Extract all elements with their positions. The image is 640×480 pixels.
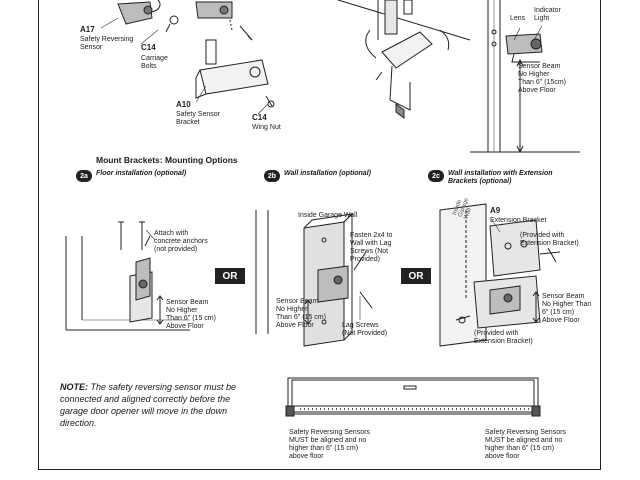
part-id-a10: A10 [176,100,191,109]
sensor-a17-illustration [117,0,179,33]
label-sensor-beam-floor: Sensor Beam No Higher Than 6" (15 cm) Ab… [166,299,216,330]
garage-door-diagram [285,377,541,417]
label-lag-screws: Lag Screws (Not Provided) [342,322,388,337]
part-id-a17: A17 [80,25,95,34]
bracket-a10-illustration [195,1,275,108]
caption-sensor-left: Safety Reversing Sensors MUST be aligned… [289,429,370,460]
option-2c: 2c Wall installation with Extension Brac… [428,170,553,186]
label-lens: Lens [510,15,526,22]
option-2a: 2a Floor installation (optional) [76,170,186,182]
part-label-safety-reversing-sensor: Safety Reversing Sensor [80,36,134,51]
part-id-c14-wing: C14 [252,113,267,122]
or-separator-right: OR [401,268,431,284]
extension-installation-illustration [439,203,561,347]
label-inside-garage-wall: Inside Garage Wall [298,212,358,219]
label-attach-concrete-anchors: Attach with concrete anchors (not provid… [154,230,208,253]
label-sensor-beam-ext: Sensor Beam No Higher Than 6" (15 cm) Ab… [542,293,592,324]
wall-installation-illustration [255,210,373,347]
label-provided-bottom: (Provided with Extension Bracket) [474,330,533,345]
part-id-a9: A9 [490,206,501,215]
option-badge-2b: 2b [264,170,280,182]
option-label-2c: Wall installation with Extension Bracket… [448,170,553,185]
label-provided-top: (Provided with Extension Bracket) [520,232,579,247]
caption-sensor-right: Safety Reversing Sensors MUST be aligned… [485,429,566,460]
part-id-c14: C14 [141,43,156,52]
option-label-2b: Wall installation (optional) [284,170,371,177]
floor-installation-illustration [65,221,190,331]
option-label-2a: Floor installation (optional) [96,170,187,177]
note-label: NOTE: [60,382,88,392]
section-title: Mount Brackets: Mounting Options [96,155,238,165]
part-label-wing-nut: Wing Nut [252,124,281,131]
part-label-extension-bracket: Extension Bracket [490,217,547,224]
track-assembly-illustration [337,0,471,119]
label-sensor-beam-top: Sensor Beam No Higher Than 6" (15cm) Abo… [518,63,567,94]
page-frame [38,0,601,470]
option-2b: 2b Wall installation (optional) [264,170,371,182]
part-label-carriage-bolts: Carriage Bolts [141,55,168,70]
label-sensor-beam-wall: Sensor Beam No Higher Than 6" (15 cm) Ab… [276,298,326,329]
note-paragraph: NOTE: The safety reversing sensor must b… [60,381,260,429]
label-fasten-2x4: Fasten 2x4 to Wall with Lag Screws (Not … [350,232,393,263]
option-badge-2c: 2c [428,170,444,182]
label-indicator-light: Indicator Light [534,7,561,22]
sensor-on-track-illustration [470,0,580,154]
or-separator-left: OR [215,268,245,284]
note-text: The safety reversing sensor must be conn… [60,382,237,428]
part-label-safety-sensor-bracket: Safety Sensor Bracket [176,111,220,126]
option-badge-2a: 2a [76,170,92,182]
